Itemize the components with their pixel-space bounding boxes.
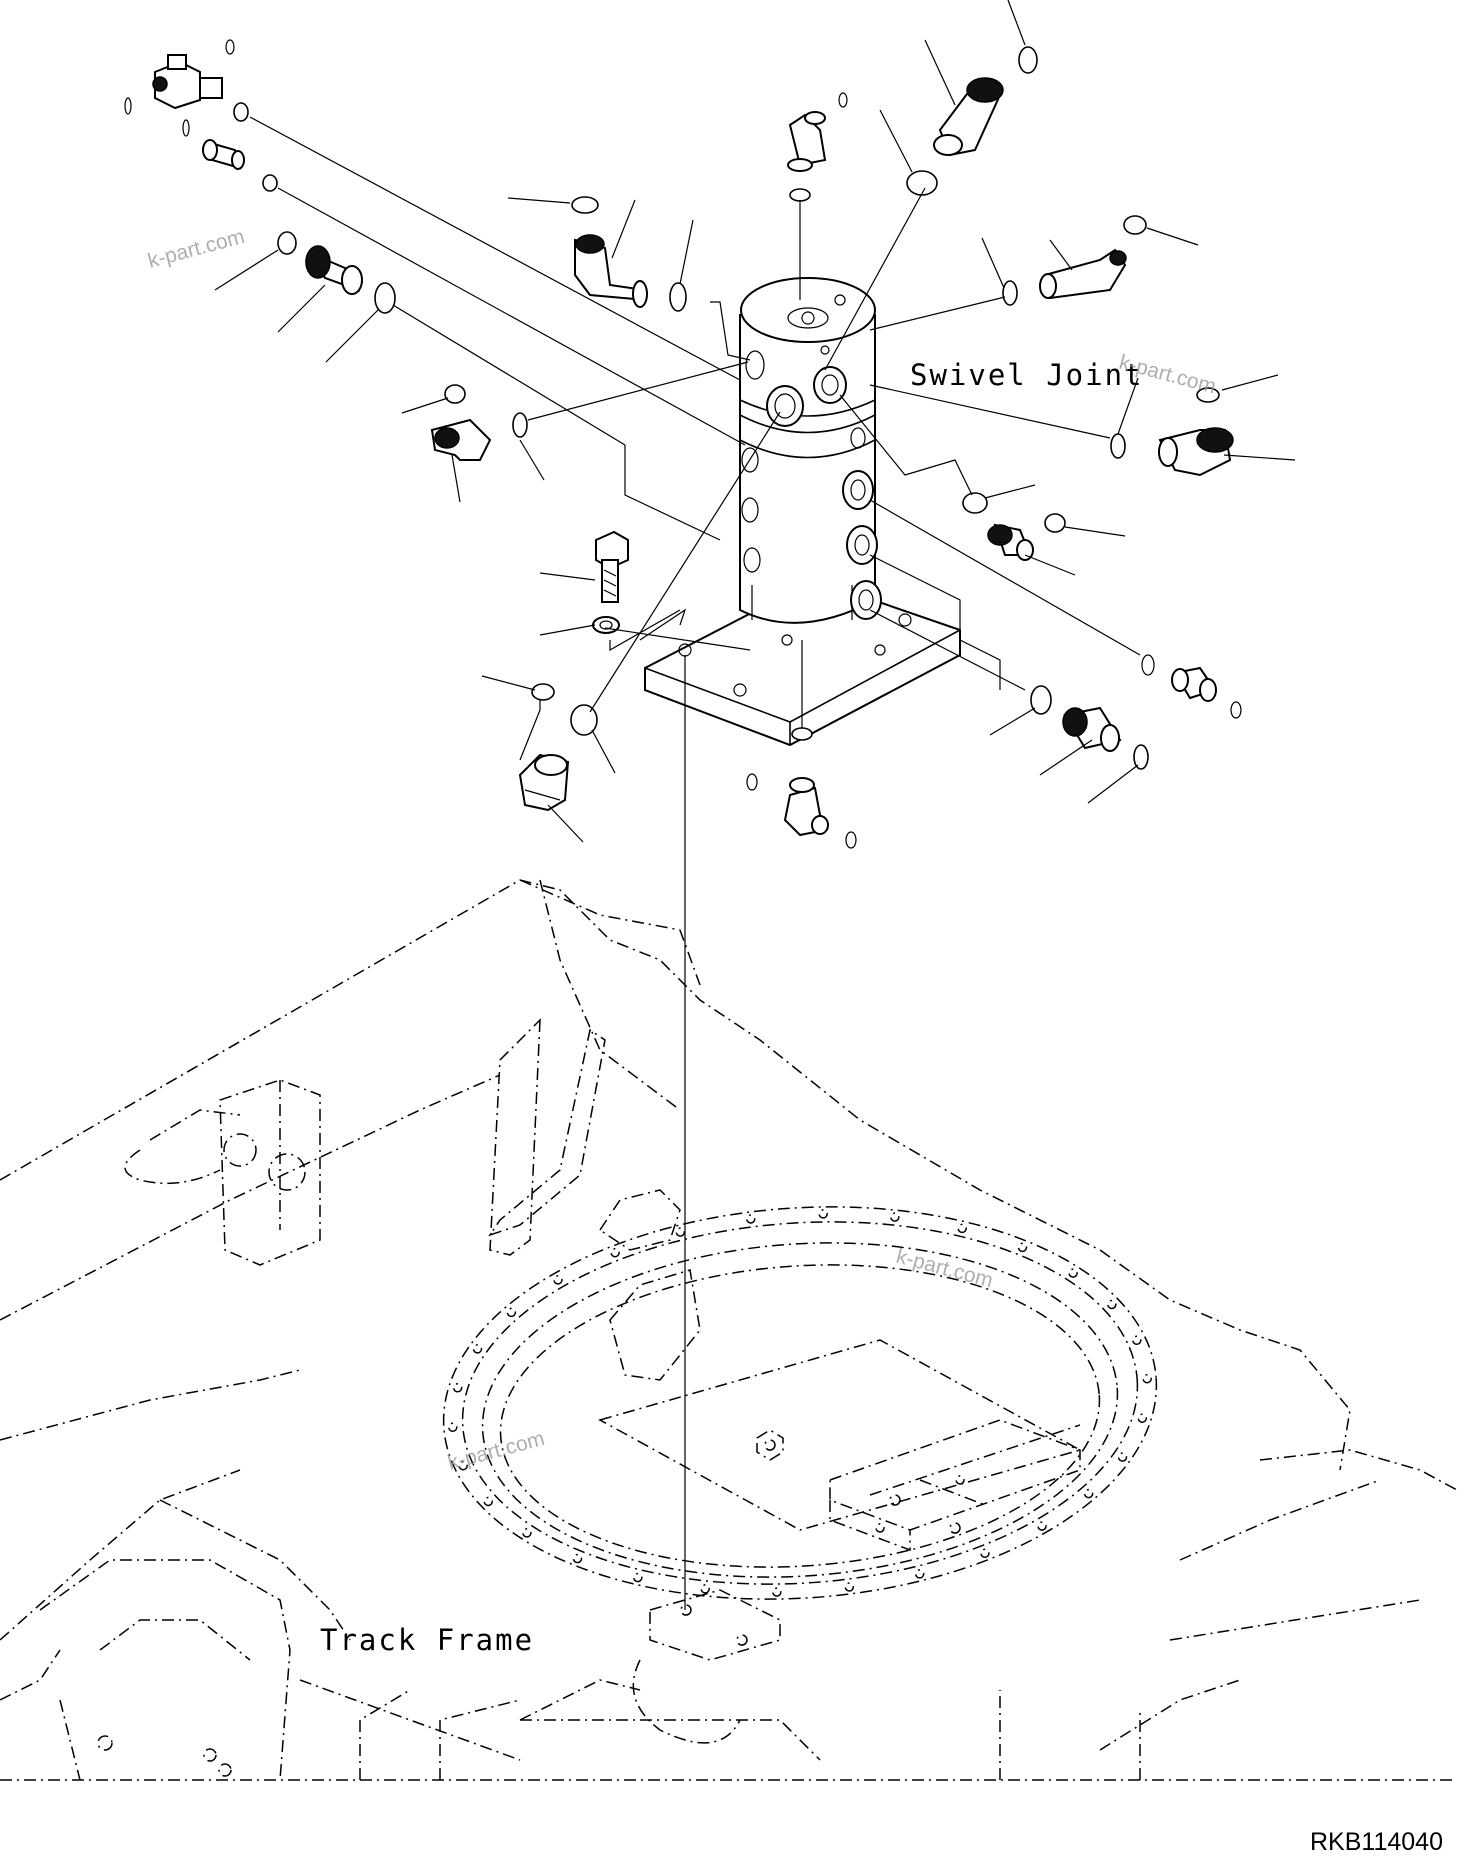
- elbow-fitting-top: [574, 234, 648, 308]
- swing-circle-bolt-holes: [448, 1209, 1152, 1597]
- bolt-hole: [1083, 1488, 1094, 1499]
- bolt-hole: [1037, 1521, 1047, 1531]
- bolt-hole: [700, 1584, 710, 1594]
- elbow-45-fitting-top: [787, 111, 827, 172]
- swivel-joint-label: Swivel Joint: [910, 358, 1144, 392]
- bolt-hole: [675, 1227, 686, 1237]
- center-plates: [519, 1339, 1082, 1744]
- bolt-hole: [610, 1247, 620, 1258]
- bolt-hole: [1017, 1242, 1028, 1253]
- watermark: k-part.com: [445, 1427, 547, 1475]
- straight-connector-left: [305, 245, 363, 295]
- bolt-hole: [448, 1422, 458, 1433]
- bolt: [595, 530, 629, 603]
- bolt-hole: [522, 1528, 532, 1538]
- nipple-fitting-right: [987, 523, 1034, 561]
- elbow-fitting-left-mid: [430, 418, 492, 461]
- bolt-hole: [1117, 1452, 1128, 1462]
- nipple-fitting-bottom-right: [1171, 666, 1217, 702]
- bolt-hole: [633, 1572, 643, 1583]
- straight-connector-bottom-right: [1062, 706, 1122, 752]
- bolt-hole: [844, 1582, 855, 1592]
- elbow-fitting-right-upper: [1039, 248, 1127, 300]
- track-frame-label: Track Frame: [320, 1623, 534, 1657]
- fittings: [152, 54, 1234, 837]
- drawing-code: RKB114040: [1310, 1828, 1443, 1856]
- bolt-hole: [890, 1212, 900, 1222]
- elbow-fitting-right-large: [1158, 427, 1234, 477]
- tee-fitting-top-left: [152, 54, 223, 110]
- track-frame: [0, 879, 1457, 1781]
- watermark: k-part.com: [894, 1245, 996, 1293]
- bolt-hole: [957, 1223, 967, 1234]
- elbow-fitting-top-right: [933, 77, 1004, 157]
- bolt-hole: [818, 1209, 828, 1219]
- bolt-hole: [458, 1460, 468, 1471]
- bolt-hole: [772, 1587, 782, 1597]
- washer: [592, 616, 620, 634]
- elbow-fitting-bottom-left: [518, 753, 570, 812]
- bolt-hole: [1137, 1413, 1148, 1423]
- bolt-hole: [1142, 1373, 1152, 1384]
- bolt-hole: [506, 1307, 517, 1318]
- o-rings: [124, 39, 1242, 849]
- bolt-hole: [572, 1553, 583, 1564]
- bolt-hole: [745, 1214, 756, 1224]
- leader-lines: [214, 0, 1296, 1610]
- bolt-hole: [1068, 1268, 1078, 1278]
- bolt-hole: [483, 1496, 493, 1507]
- bolt-hole: [1107, 1299, 1117, 1310]
- bolt-hole: [452, 1383, 463, 1393]
- watermark: k-part.com: [145, 225, 247, 273]
- bolt-hole: [1132, 1335, 1142, 1346]
- bolt-hole: [980, 1548, 990, 1559]
- tee-fitting-bottom: [783, 777, 829, 837]
- nipple-fitting-left: [202, 139, 245, 170]
- swing-circle: [442, 1189, 1158, 1600]
- bolt-hole: [472, 1344, 483, 1354]
- bolt-hole: [914, 1569, 925, 1579]
- bolt-hole: [553, 1275, 563, 1285]
